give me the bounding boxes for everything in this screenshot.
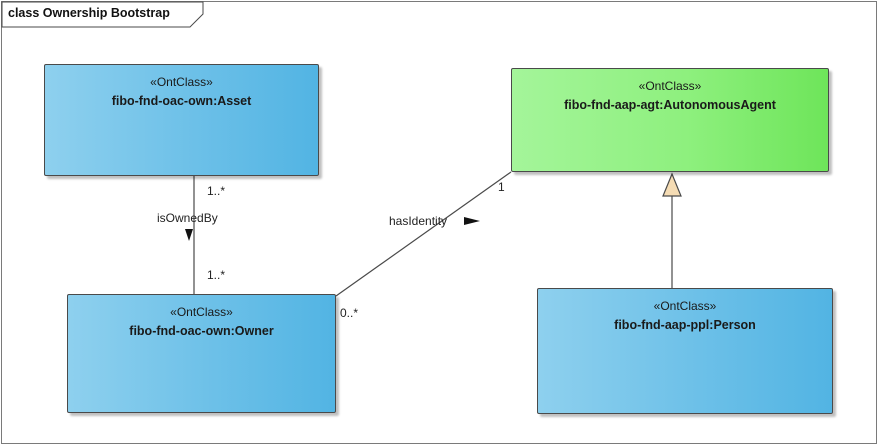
has-identity-source-multiplicity: 0..* xyxy=(340,306,359,320)
class-owner-name: fibo-fnd-oac-own:Owner xyxy=(129,324,274,338)
is-owned-by-bottom-multiplicity: 1..* xyxy=(207,268,226,282)
class-person-stereotype: «OntClass» xyxy=(653,299,717,313)
class-owner[interactable]: «OntClass» fibo-fnd-oac-own:Owner xyxy=(67,294,336,413)
class-autonomous-agent[interactable]: «OntClass» fibo-fnd-aap-agt:AutonomousAg… xyxy=(511,68,829,172)
is-owned-by-top-multiplicity: 1..* xyxy=(207,184,226,198)
is-owned-by-arrow xyxy=(185,229,193,241)
diagram-title: class Ownership Bootstrap xyxy=(8,6,170,20)
is-owned-by-label: isOwnedBy xyxy=(157,211,218,225)
class-person-name: fibo-fnd-aap-ppl:Person xyxy=(614,318,756,332)
title-tab xyxy=(1,1,204,28)
has-identity-line xyxy=(335,171,512,297)
class-asset-name: fibo-fnd-oac-own:Asset xyxy=(111,94,252,108)
has-identity-arrow xyxy=(464,217,480,225)
generalization-arrowhead xyxy=(662,172,682,197)
class-owner-stereotype: «OntClass» xyxy=(170,305,233,319)
class-person[interactable]: «OntClass» fibo-fnd-aap-ppl:Person xyxy=(537,288,833,414)
class-autonomous-agent-stereotype: «OntClass» xyxy=(638,79,702,93)
has-identity-label: hasIdentity xyxy=(389,214,448,228)
class-asset-stereotype: «OntClass» xyxy=(150,75,213,89)
has-identity-target-multiplicity: 1 xyxy=(498,180,505,194)
class-asset[interactable]: «OntClass» fibo-fnd-oac-own:Asset xyxy=(44,64,319,176)
class-autonomous-agent-name: fibo-fnd-aap-agt:AutonomousAgent xyxy=(564,98,776,112)
